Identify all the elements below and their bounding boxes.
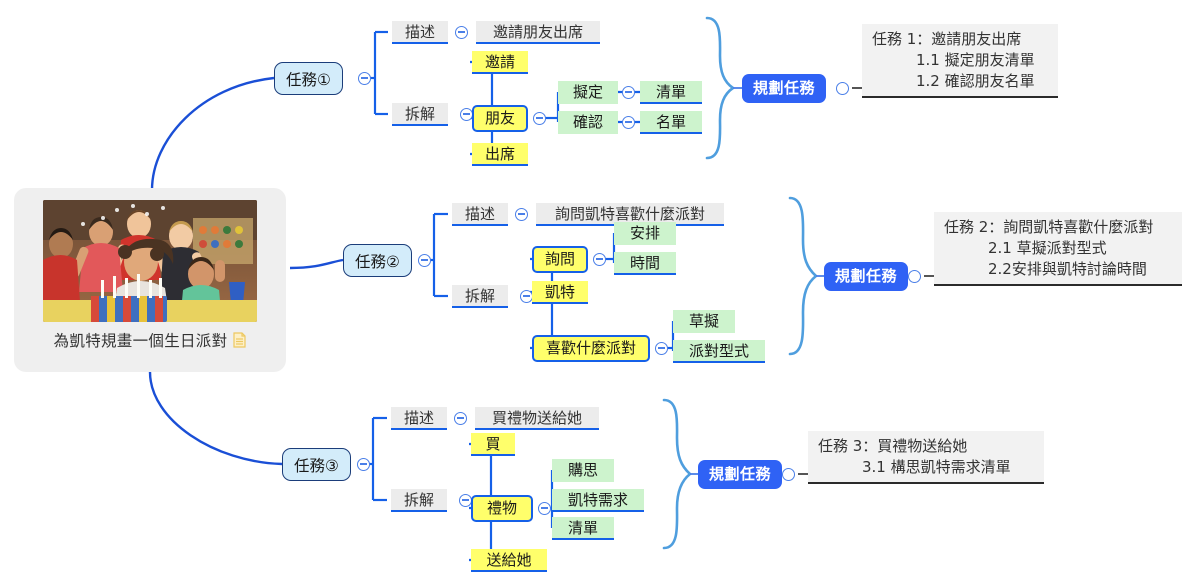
root-caption: 為凱特規畫一個生日派對 bbox=[54, 329, 247, 351]
keyword-3-3[interactable]: 送給她 bbox=[471, 549, 547, 572]
keyword-3-1[interactable]: 買 bbox=[471, 433, 515, 456]
subpair-1-1-object[interactable]: 清單 bbox=[640, 81, 702, 104]
description-label-2[interactable]: 描述 bbox=[452, 203, 508, 226]
toggle-subpair-1-1[interactable] bbox=[622, 86, 635, 99]
summary-box-2[interactable]: 任務 2：詢問凱特喜歡什麼派對 2.1 草擬派對型式 2.2安排與凱特討論時間 bbox=[934, 212, 1182, 286]
task-node-2[interactable]: 任務② bbox=[343, 244, 412, 277]
summary-3-heading: 任務 3：買禮物送給她 bbox=[818, 437, 968, 455]
task-node-3[interactable]: 任務③ bbox=[282, 448, 351, 481]
decompose-label-3[interactable]: 拆解 bbox=[391, 489, 447, 512]
summary-1-item-1: 1.1 擬定朋友清單 bbox=[916, 51, 1035, 69]
toggle-keyword-3-2[interactable] bbox=[538, 502, 551, 515]
decompose-label-1[interactable]: 拆解 bbox=[392, 103, 448, 126]
toggle-plan-3[interactable] bbox=[782, 468, 795, 481]
summary-1-heading: 任務 1：邀請朋友出席 bbox=[872, 30, 1022, 48]
toggle-description-3[interactable] bbox=[454, 412, 467, 425]
subnode-3-1-3[interactable]: 清單 bbox=[552, 517, 614, 540]
toggle-task-1[interactable] bbox=[358, 72, 371, 85]
task-node-1-label: 任務① bbox=[286, 70, 331, 89]
summary-box-3[interactable]: 任務 3：買禮物送給她 3.1 構思凱特需求清單 bbox=[808, 431, 1044, 484]
root-node[interactable]: 為凱特規畫一個生日派對 bbox=[14, 188, 286, 372]
description-label-3[interactable]: 描述 bbox=[391, 407, 447, 430]
toggle-description-2[interactable] bbox=[515, 208, 528, 221]
document-icon[interactable] bbox=[233, 332, 247, 348]
keyword-1-2[interactable]: 朋友 bbox=[472, 105, 528, 132]
summary-3-item-1: 3.1 構思凱特需求清單 bbox=[862, 458, 1011, 476]
summary-box-1[interactable]: 任務 1：邀請朋友出席 1.1 擬定朋友清單 1.2 確認朋友名單 bbox=[862, 24, 1058, 98]
subnode-2-1-2[interactable]: 時間 bbox=[614, 252, 676, 275]
summary-2-item-2: 2.2安排與凱特討論時間 bbox=[988, 260, 1147, 278]
keyword-2-2[interactable]: 凱特 bbox=[532, 281, 588, 304]
description-label-1[interactable]: 描述 bbox=[392, 21, 448, 44]
subnode-3-1-2[interactable]: 凱特需求 bbox=[552, 489, 644, 512]
toggle-decompose-1[interactable] bbox=[460, 108, 473, 121]
plan-badge-3[interactable]: 規劃任務 bbox=[698, 460, 783, 489]
keyword-1-3[interactable]: 出席 bbox=[472, 143, 528, 166]
summary-2-heading: 任務 2：詢問凱特喜歡什麼派對 bbox=[944, 218, 1154, 236]
summary-1-item-2: 1.2 確認朋友名單 bbox=[916, 72, 1035, 90]
description-text-1[interactable]: 邀請朋友出席 bbox=[476, 21, 600, 44]
subnode-2-2-1[interactable]: 草擬 bbox=[673, 310, 735, 333]
keyword-2-1[interactable]: 詢問 bbox=[532, 246, 588, 273]
birthday-party-photo bbox=[43, 200, 257, 322]
task-node-3-label: 任務③ bbox=[294, 456, 339, 475]
subnode-3-1-1[interactable]: 購思 bbox=[552, 459, 614, 482]
toggle-plan-2[interactable] bbox=[908, 270, 921, 283]
task-node-2-label: 任務② bbox=[355, 252, 400, 271]
decompose-label-2[interactable]: 拆解 bbox=[452, 285, 508, 308]
subpair-1-2-object[interactable]: 名單 bbox=[640, 111, 702, 134]
toggle-keyword-2-1[interactable] bbox=[593, 253, 606, 266]
toggle-subpair-1-2[interactable] bbox=[622, 116, 635, 129]
toggle-keyword-2-3[interactable] bbox=[655, 342, 668, 355]
toggle-description-1[interactable] bbox=[455, 26, 468, 39]
subpair-1-1-verb[interactable]: 擬定 bbox=[558, 81, 618, 104]
toggle-keyword-1-2[interactable] bbox=[533, 112, 546, 125]
plan-badge-1[interactable]: 規劃任務 bbox=[742, 74, 827, 103]
keyword-2-3[interactable]: 喜歡什麼派對 bbox=[532, 335, 650, 362]
root-caption-text: 為凱特規畫一個生日派對 bbox=[53, 332, 228, 350]
keyword-3-2[interactable]: 禮物 bbox=[471, 495, 533, 522]
task-node-1[interactable]: 任務① bbox=[274, 62, 343, 95]
plan-badge-2[interactable]: 規劃任務 bbox=[824, 262, 909, 291]
toggle-plan-1[interactable] bbox=[836, 82, 849, 95]
toggle-task-2[interactable] bbox=[418, 254, 431, 267]
subpair-1-2-verb[interactable]: 確認 bbox=[558, 111, 618, 134]
toggle-task-3[interactable] bbox=[357, 458, 370, 471]
subnode-2-2-2[interactable]: 派對型式 bbox=[673, 340, 765, 363]
keyword-1-1[interactable]: 邀請 bbox=[472, 51, 528, 74]
summary-2-item-1: 2.1 草擬派對型式 bbox=[988, 239, 1107, 257]
subnode-2-1-1[interactable]: 安排 bbox=[614, 222, 676, 245]
description-text-3[interactable]: 買禮物送給她 bbox=[475, 407, 599, 430]
